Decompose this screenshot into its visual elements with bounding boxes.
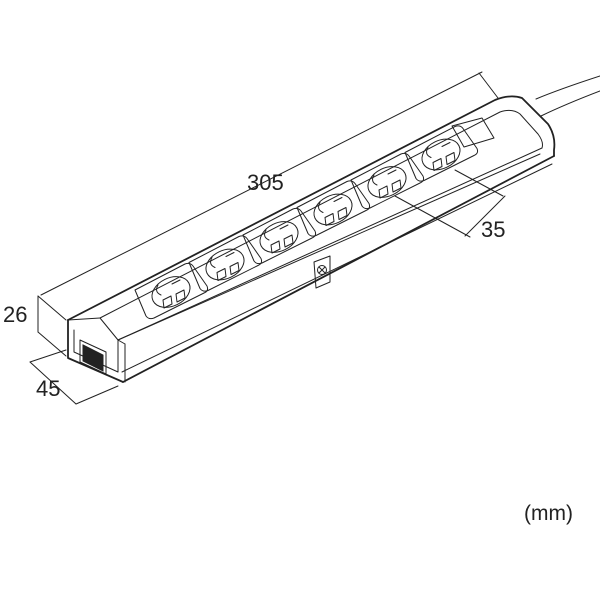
outlet (134, 262, 209, 320)
outlet (188, 235, 263, 292)
length-dimension: 305 (37, 71, 499, 321)
pitch-label: 35 (481, 217, 505, 242)
outlet (296, 180, 371, 237)
width-dimension: 45 (29, 349, 119, 405)
width-label: 45 (36, 376, 60, 401)
power-switch (79, 339, 107, 375)
outlet-row (134, 125, 479, 320)
pilot-lamp (451, 117, 495, 148)
height-label: 26 (3, 302, 27, 327)
unit-label: (mm) (524, 502, 573, 525)
pitch-dimension: 35 (394, 169, 506, 242)
outlet (350, 152, 425, 210)
height-dimension: 26 (3, 295, 67, 357)
power-cord (535, 75, 600, 117)
mounting-screw-icon (313, 255, 331, 289)
length-label: 305 (247, 170, 284, 195)
strip-body (67, 95, 556, 383)
outlet (404, 125, 479, 182)
